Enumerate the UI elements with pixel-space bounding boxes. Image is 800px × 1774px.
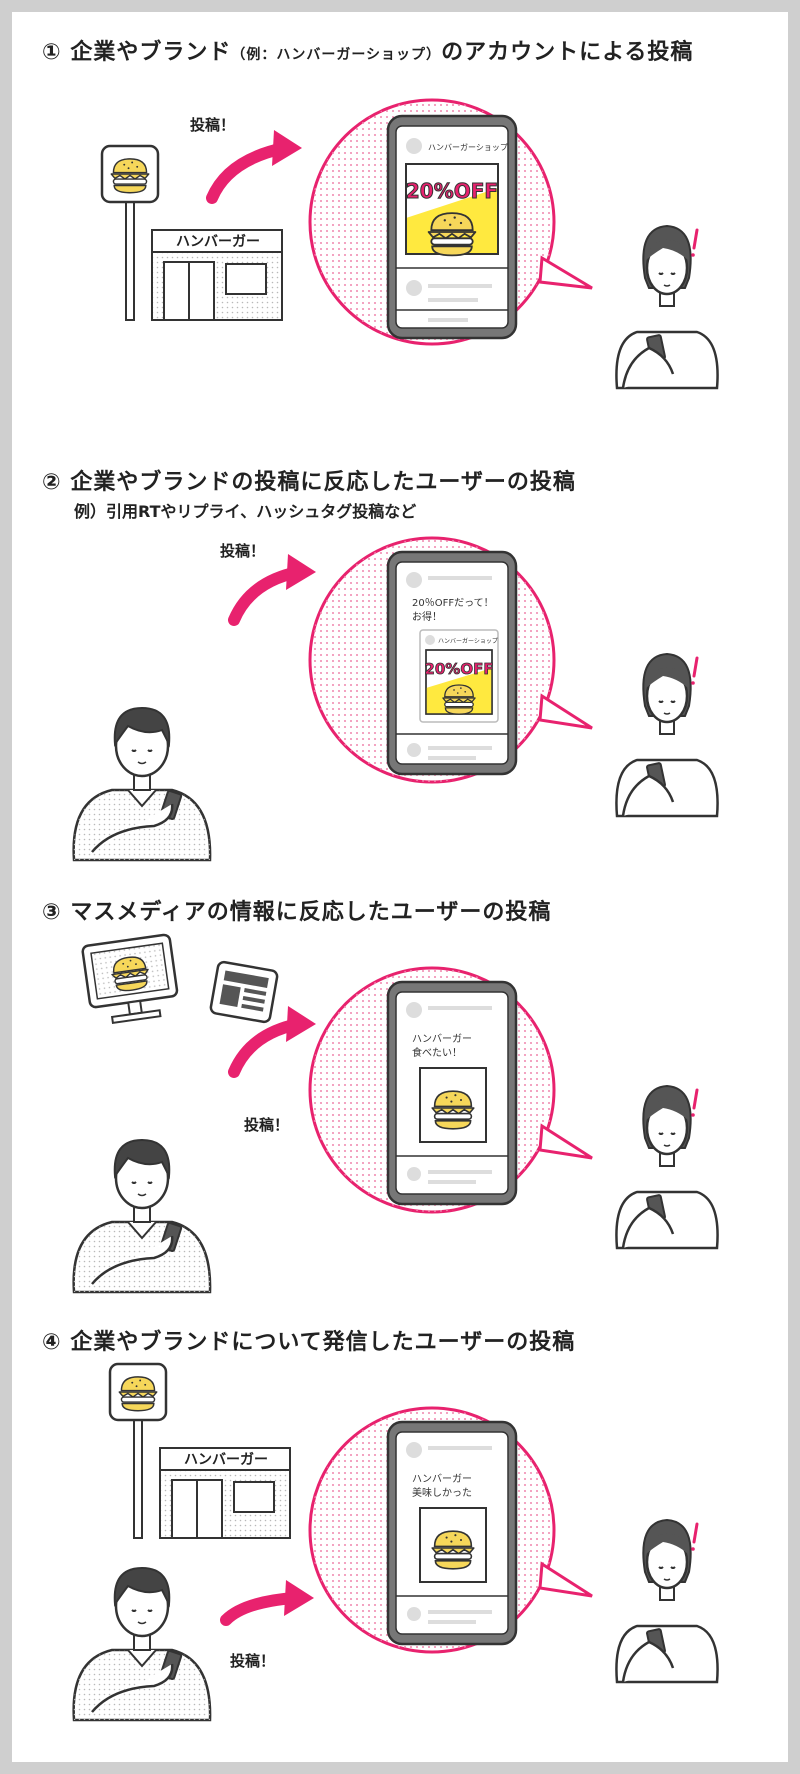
smartphone: 20％OFFだって！ お得！ ハンバーガーショップ 20%OFF	[386, 550, 518, 776]
smartphone: ハンバーガー 食べたい！	[386, 980, 518, 1206]
woman-with-phone	[614, 1518, 720, 1684]
panel-2: ② 企業やブランドの投稿に反応したユーザーの投稿 例）引用RTやリプライ、ハッシ…	[12, 442, 788, 872]
woman-with-phone	[614, 224, 720, 390]
phone-account-name: ハンバーガーショップ	[428, 142, 508, 152]
smartphone: ハンバーガー 美味しかった	[386, 1420, 518, 1646]
arrow-head-icon	[284, 1580, 314, 1616]
woman-with-phone	[614, 652, 720, 818]
hamburger-shop: ハンバーガー	[110, 1364, 290, 1538]
arrow-head-icon	[286, 1006, 316, 1042]
phone-post-text-2: お得！	[412, 611, 442, 623]
man-with-phone	[72, 1566, 212, 1722]
infographic-page: ① 企業やブランド（例：ハンバーガーショップ）のアカウントによる投稿 ハンバーガ…	[12, 12, 788, 1762]
discount-text: 20%OFF	[424, 660, 493, 678]
panel-3: ③ マスメディアの情報に反応したユーザーの投稿 投稿！	[12, 872, 788, 1302]
burger-icon	[431, 1090, 475, 1130]
panel-3-illustration: 投稿！ ハンバーガー 食べたい！	[72, 933, 720, 1294]
phone-post-text-1: 20％OFFだって！	[412, 597, 494, 609]
smartphone: ハンバーガーショップ 20%OFF	[386, 114, 518, 340]
phone-post-text-2: 食べたい！	[412, 1046, 462, 1059]
phone-post-text-1: ハンバーガー	[412, 1473, 472, 1485]
panel-1-illustration: ハンバーガー 投稿！ ハンバーガーショップ 20%OFF	[12, 98, 720, 390]
panel-1-title: ① 企業やブランド（例：ハンバーガーショップ）のアカウントによる投稿	[42, 40, 694, 65]
panel-3-title: ③ マスメディアの情報に反応したユーザーの投稿	[42, 900, 552, 925]
tv-monitor-icon	[81, 933, 179, 1025]
panel-4-illustration: ハンバーガー 投稿！ ハンバーガー 美味しかった	[72, 1302, 720, 1722]
panel-2-title: ② 企業やブランドの投稿に反応したユーザーの投稿	[42, 470, 576, 495]
discount-text: 20%OFF	[406, 179, 498, 203]
panel-2-subtitle: 例）引用RTやリプライ、ハッシュタグ投稿など	[74, 502, 417, 521]
panel-4: ④ 企業やブランドについて発信したユーザーの投稿 ハンバーガー 投稿！ ハンバー…	[12, 1302, 788, 1732]
burger-icon	[442, 684, 476, 715]
shop-sign-text: ハンバーガー	[176, 234, 260, 250]
quoted-account-name: ハンバーガーショップ	[438, 637, 498, 645]
woman-with-phone	[614, 1084, 720, 1250]
arrow-icon	[220, 1592, 300, 1626]
phone-post-text-2: 美味しかった	[412, 1486, 472, 1499]
arrow-head-icon	[286, 554, 316, 590]
panel-2-illustration: 投稿！ 20％OFFだって！ お得！ ハンバーガーショップ 20%OFF	[72, 536, 720, 862]
post-label: 投稿！	[244, 1116, 289, 1134]
arrow-head-icon	[272, 130, 302, 166]
burger-icon	[427, 212, 477, 257]
post-label: 投稿！	[190, 116, 235, 134]
newspaper-icon	[209, 960, 279, 1024]
post-label: 投稿！	[230, 1652, 275, 1670]
panel-1: ① 企業やブランド（例：ハンバーガーショップ）のアカウントによる投稿 ハンバーガ…	[12, 12, 788, 442]
burger-icon	[431, 1530, 475, 1570]
shop-sign-text: ハンバーガー	[184, 1452, 268, 1468]
post-label: 投稿！	[220, 542, 265, 560]
hamburger-shop: ハンバーガー	[102, 146, 282, 320]
panel-4-title: ④ 企業やブランドについて発信したユーザーの投稿	[42, 1330, 576, 1355]
phone-post-text-1: ハンバーガー	[412, 1033, 472, 1045]
man-with-phone	[72, 706, 212, 862]
man-with-phone	[72, 1138, 212, 1294]
